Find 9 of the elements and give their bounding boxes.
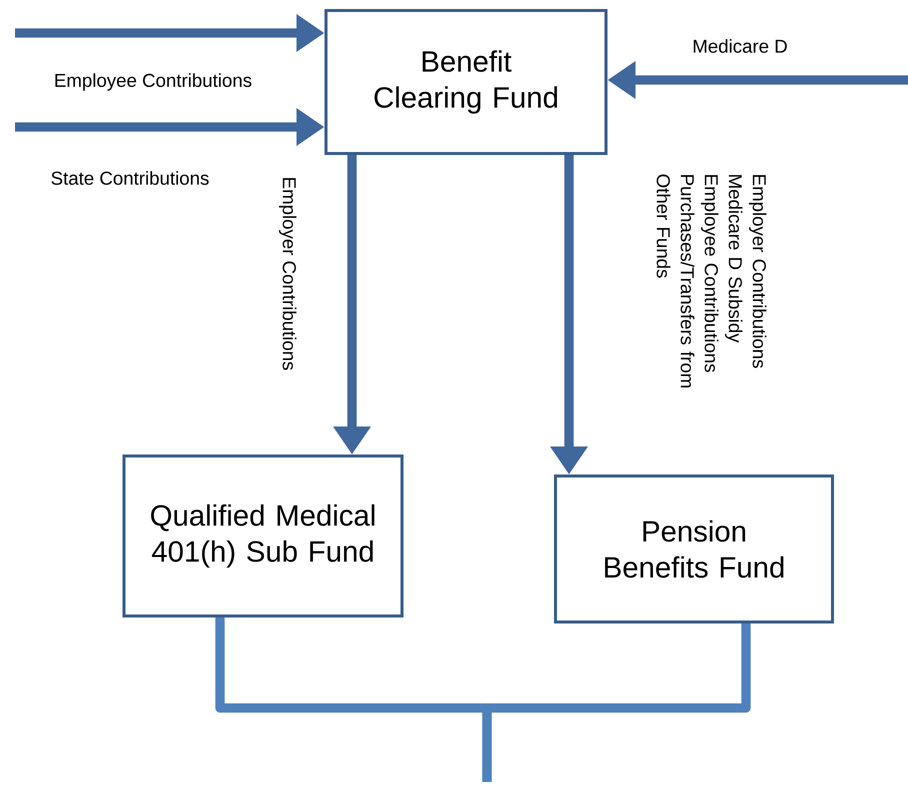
connector-line	[482, 624, 751, 782]
fund-box: Benefit Clearing Fund	[324, 9, 608, 155]
edge-label: Employee Contributions	[52, 72, 254, 92]
edge-label: Employer Contributions Medicare D Subsidy Employee Contributions Purchases/Transfers from Other Funds	[655, 172, 768, 430]
edge-label: State Contributions	[49, 170, 211, 186]
edge-label: Medicare D	[690, 38, 790, 54]
fund-box: Qualified Medical 401(h) Sub Fund	[122, 454, 404, 618]
fund-box: Pension Benefits Fund	[554, 474, 834, 624]
edge-label: Employer Contributions	[278, 175, 298, 372]
